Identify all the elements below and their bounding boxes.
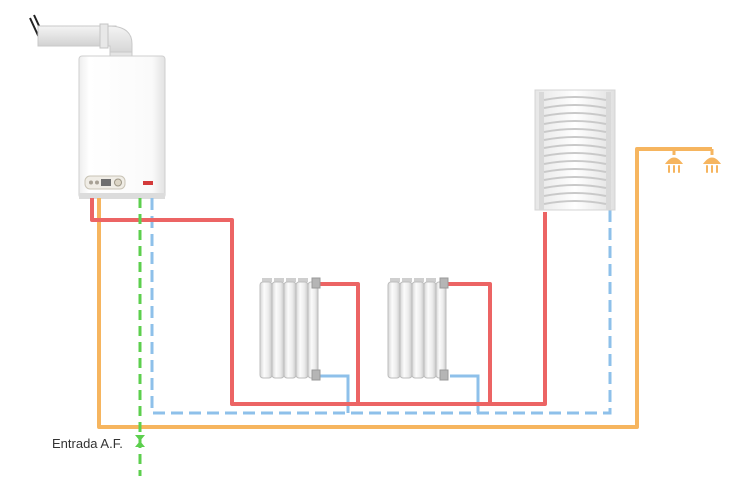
radiator-2-return-pipe bbox=[450, 374, 480, 413]
radiator-1-supply-pipe bbox=[316, 282, 360, 404]
wall-boiler bbox=[78, 55, 166, 199]
shower-icon bbox=[702, 157, 722, 173]
radiator-1-return-pipe bbox=[320, 374, 350, 413]
boiler-logo bbox=[143, 181, 153, 185]
boiler-control-panel bbox=[84, 175, 126, 190]
inlet-valve-icon bbox=[135, 435, 145, 447]
towel-radiator bbox=[534, 89, 616, 211]
heating-return-pipe bbox=[150, 198, 612, 415]
radiator-1 bbox=[259, 277, 321, 381]
shower-icon bbox=[664, 157, 684, 173]
boiler-flue bbox=[29, 14, 133, 61]
cold-water-inlet-label: Entrada A.F. bbox=[52, 436, 123, 451]
heating-supply-pipe bbox=[90, 198, 547, 406]
radiator-2-supply-pipe bbox=[444, 282, 492, 404]
radiator-2 bbox=[387, 277, 449, 381]
domestic-hot-water-pipe bbox=[97, 147, 712, 429]
